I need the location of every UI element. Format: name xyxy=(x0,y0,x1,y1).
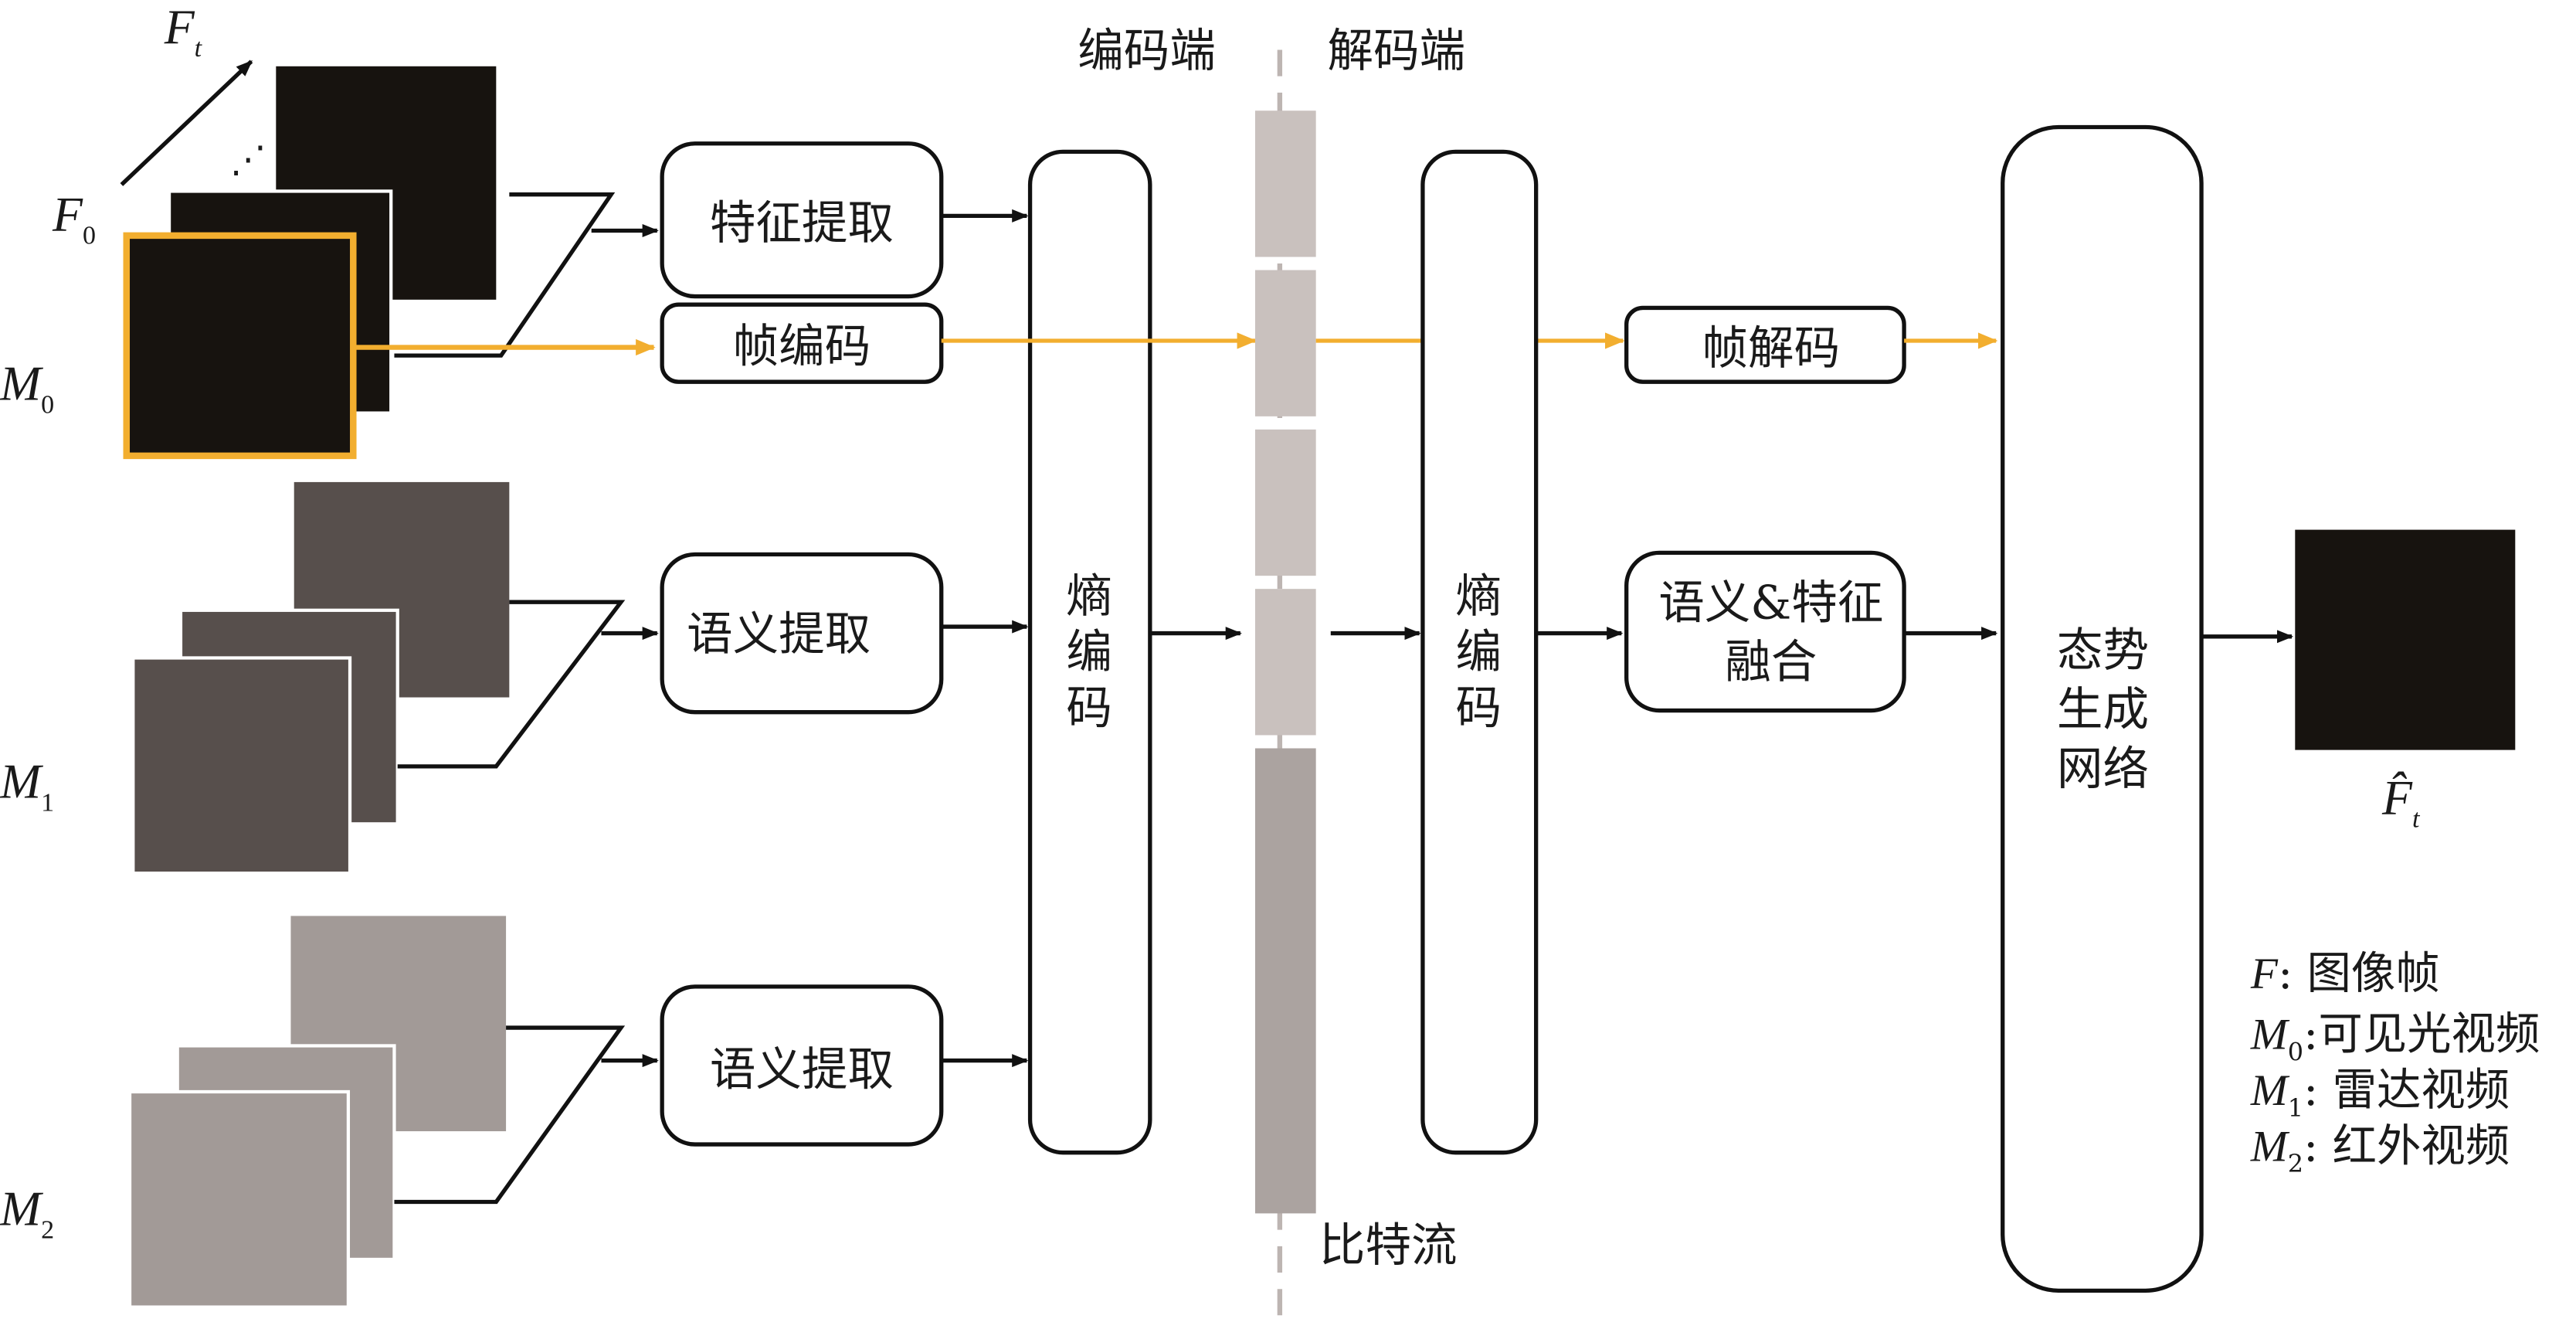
legend-item: M1: 雷达视频 xyxy=(2250,1064,2510,1123)
label-f-t: Ft xyxy=(164,0,203,63)
encoder-side-label: 编码端 xyxy=(1078,25,1216,78)
entropy-encode-char-1: 熵 xyxy=(1066,570,1112,624)
label-f-hat: F̂t xyxy=(2381,770,2421,834)
bitstream-segment xyxy=(1254,589,1316,736)
feature-extract-label: 特征提取 xyxy=(710,197,894,250)
frame-encode-box[interactable]: 帧编码 xyxy=(660,302,944,384)
label-m0: M0 xyxy=(0,356,54,420)
label-f-0: F0 xyxy=(52,186,96,250)
semantic-extract-box-1[interactable]: 语义提取 xyxy=(660,552,944,715)
fusion-label-2: 融合 xyxy=(1725,636,1817,689)
generation-label-3: 网络 xyxy=(2057,743,2149,796)
m2-frame-front xyxy=(127,1089,351,1309)
time-arrow xyxy=(120,59,253,186)
bitstream xyxy=(1254,110,1316,1214)
m0-frame-front xyxy=(123,232,357,460)
semantic-extract-label-2: 语义提取 xyxy=(710,1043,894,1096)
legend-item: F: 图像帧 xyxy=(2250,947,2440,999)
bitstream-segment xyxy=(1254,429,1316,576)
generation-label-2: 生成 xyxy=(2057,684,2149,737)
fusion-label-1: 语义&特征 xyxy=(1658,576,1883,630)
frame-decode-label: 帧解码 xyxy=(1702,322,1840,376)
bitstream-segment xyxy=(1254,110,1316,257)
generation-network-box[interactable]: 态势 生成 网络 xyxy=(2001,124,2204,1293)
m1-connector xyxy=(397,600,626,769)
entropy-encode-char-2: 编 xyxy=(1066,626,1112,679)
bitstream-segment xyxy=(1254,270,1316,416)
frame-encode-label: 帧编码 xyxy=(733,321,871,374)
bitstream-label: 比特流 xyxy=(1319,1219,1458,1273)
decoder-side-label: 解码端 xyxy=(1328,25,1466,78)
frame-dots: ⋰ xyxy=(230,139,266,181)
legend: F: 图像帧 M0:可见光视频 M1: 雷达视频 M2: 红外视频 xyxy=(2250,947,2540,1178)
m0-connector xyxy=(394,192,616,358)
feature-extract-box[interactable]: 特征提取 xyxy=(660,141,944,299)
entropy-encode-box[interactable]: 熵 编 码 xyxy=(1027,149,1152,1155)
label-m1: M1 xyxy=(0,753,54,817)
generation-label-1: 态势 xyxy=(2057,624,2149,678)
label-m2: M2 xyxy=(0,1181,54,1244)
output-frame xyxy=(2295,529,2516,750)
semantic-extract-label-1: 语义提取 xyxy=(687,608,871,661)
entropy-decode-char-2: 编 xyxy=(1455,626,1502,679)
entropy-decode-char-3: 码 xyxy=(1455,682,1502,736)
m1-frame-front xyxy=(131,656,352,875)
fusion-box[interactable]: 语义&特征 融合 xyxy=(1624,550,1906,713)
bitstream-segment xyxy=(1254,748,1316,1214)
m2-connector xyxy=(394,1025,626,1205)
semantic-extract-box-2[interactable]: 语义提取 xyxy=(660,984,944,1147)
legend-item: M0:可见光视频 xyxy=(2250,1008,2540,1067)
entropy-decode-box[interactable]: 熵 编 码 xyxy=(1420,149,1539,1155)
entropy-decode-char-1: 熵 xyxy=(1455,570,1502,624)
frame-decode-box[interactable]: 帧解码 xyxy=(1624,305,1906,384)
entropy-encode-char-3: 码 xyxy=(1066,682,1112,736)
legend-item: M2: 红外视频 xyxy=(2250,1120,2510,1178)
